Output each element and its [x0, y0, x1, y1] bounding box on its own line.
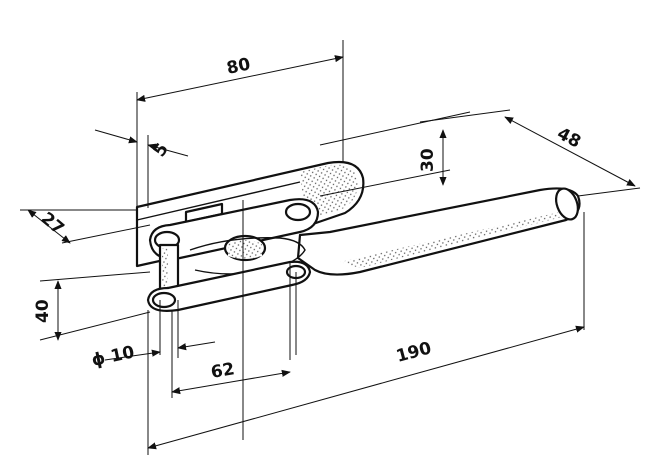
dim-62: 62	[209, 359, 236, 383]
pivot-right-top	[284, 202, 312, 222]
dim-phi-10: ϕ 10	[90, 342, 136, 371]
dim-48: 48	[554, 124, 584, 153]
latch-part	[135, 160, 581, 312]
dim-30: 30	[418, 148, 438, 172]
bottom-link	[146, 260, 312, 312]
dim-5: 5	[150, 140, 173, 161]
dimension-lines	[27, 55, 636, 450]
pivot-left-bottom	[151, 291, 177, 309]
dim-40: 40	[33, 299, 53, 323]
dim-27: 27	[37, 209, 68, 240]
dim-190: 190	[394, 338, 434, 367]
dim-80: 80	[225, 54, 252, 79]
